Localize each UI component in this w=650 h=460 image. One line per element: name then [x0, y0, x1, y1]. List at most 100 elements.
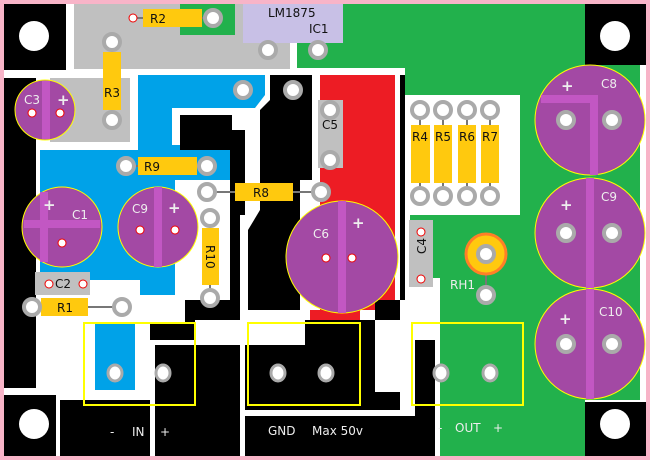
pad	[200, 288, 220, 308]
capacitor-c10: C10 +	[534, 288, 646, 400]
svg-text:R5: R5	[435, 130, 451, 144]
terminal-pad	[481, 363, 499, 383]
terminal-pad	[317, 363, 335, 383]
resistor-r10: R10	[202, 228, 219, 285]
pads	[22, 8, 622, 383]
small-pad	[416, 274, 426, 284]
svg-text:R8: R8	[253, 186, 269, 200]
mounting-hole	[19, 409, 49, 439]
resistors: R2 R3 R9 R8 R10 R1 R4 R5 R6 R7	[41, 9, 499, 316]
small-pad	[128, 13, 138, 23]
pad	[320, 100, 340, 120]
resistor-r1: R1	[41, 298, 88, 316]
gnd-label: GND	[268, 424, 296, 438]
pad	[116, 156, 136, 176]
pad	[602, 334, 622, 354]
terminal-pad	[269, 363, 287, 383]
capacitor-c8: C8 +	[534, 64, 646, 176]
svg-text:+: +	[560, 196, 573, 214]
svg-text:+: +	[168, 199, 181, 217]
svg-text:C1: C1	[72, 208, 88, 222]
svg-text:+: +	[43, 196, 56, 214]
max-voltage-label: Max 50v	[312, 424, 363, 438]
terminal-out	[411, 322, 524, 406]
terminal-blocks	[83, 322, 524, 406]
small-pad	[170, 225, 180, 235]
black-pour-bottom	[60, 400, 150, 456]
black-pour-power	[245, 75, 405, 410]
pad	[258, 40, 278, 60]
pad	[556, 334, 576, 354]
resistor-r2: R2	[143, 9, 202, 27]
resistor-r5: R5	[434, 125, 452, 183]
pad	[311, 182, 331, 202]
pad	[457, 100, 477, 120]
electrolytic-capacitors: C3 + C1 + C9 + C6 + C8 +	[14, 64, 646, 400]
resistor-r3: R3	[103, 52, 121, 110]
pad	[410, 186, 430, 206]
small-pad	[55, 108, 65, 118]
out-minus-label: -	[438, 421, 442, 435]
svg-text:C8: C8	[601, 77, 617, 91]
ic-part-label: LM1875	[268, 6, 316, 20]
terminal-pad	[432, 363, 450, 383]
svg-text:R9: R9	[144, 160, 160, 174]
small-pad	[347, 253, 357, 263]
pad	[308, 40, 328, 60]
capacitor-c6: C6 +	[285, 200, 399, 314]
small-pad	[57, 238, 67, 248]
svg-text:RH1: RH1	[450, 278, 475, 292]
pad	[480, 186, 500, 206]
pad	[203, 8, 223, 28]
pad	[283, 80, 303, 100]
svg-text:R7: R7	[482, 130, 498, 144]
svg-text:+: +	[561, 77, 574, 95]
black-pour-out	[415, 340, 435, 456]
black-pour-bottom-mid	[155, 345, 240, 456]
terminal-pad	[154, 363, 172, 383]
pad	[476, 244, 496, 264]
pad	[102, 110, 122, 130]
svg-text:R1: R1	[57, 301, 73, 315]
small-pad	[416, 227, 426, 237]
pad	[200, 208, 220, 228]
small-pad	[321, 253, 331, 263]
svg-text:R6: R6	[459, 130, 475, 144]
svg-text:C9: C9	[132, 202, 148, 216]
svg-text:R3: R3	[104, 86, 120, 100]
ic-ref-label: IC1	[309, 22, 329, 36]
resistor-r6: R6	[458, 125, 476, 183]
terminal-power	[247, 322, 361, 406]
small-pad	[78, 279, 88, 289]
svg-text:R4: R4	[412, 130, 428, 144]
pad	[433, 186, 453, 206]
pad	[112, 297, 132, 317]
svg-text:R2: R2	[150, 12, 166, 26]
capacitor-c9-left: C9 +	[117, 186, 199, 268]
svg-text:+: +	[57, 91, 70, 109]
black-pour-center	[150, 115, 245, 340]
mounting-hole	[600, 409, 630, 439]
pad	[556, 223, 576, 243]
resistor-r7: R7	[481, 125, 499, 183]
svg-text:+: +	[559, 310, 572, 328]
mounting-hole	[19, 21, 49, 51]
capacitor-c2: C2	[35, 272, 90, 295]
svg-text:C10: C10	[599, 305, 623, 319]
pad	[457, 186, 477, 206]
pad	[556, 110, 576, 130]
pad	[197, 182, 217, 202]
svg-text:+: +	[352, 214, 365, 232]
pad	[602, 110, 622, 130]
small-pad	[27, 108, 37, 118]
ic-body	[243, 4, 343, 43]
terminal-pad	[106, 363, 124, 383]
svg-text:C5: C5	[322, 118, 338, 132]
pad	[197, 156, 217, 176]
svg-text:C9: C9	[601, 190, 617, 204]
pad	[602, 223, 622, 243]
in-label: IN	[132, 425, 145, 439]
capacitor-c3: C3 +	[14, 79, 76, 141]
resistor-r8: R8	[235, 183, 293, 201]
